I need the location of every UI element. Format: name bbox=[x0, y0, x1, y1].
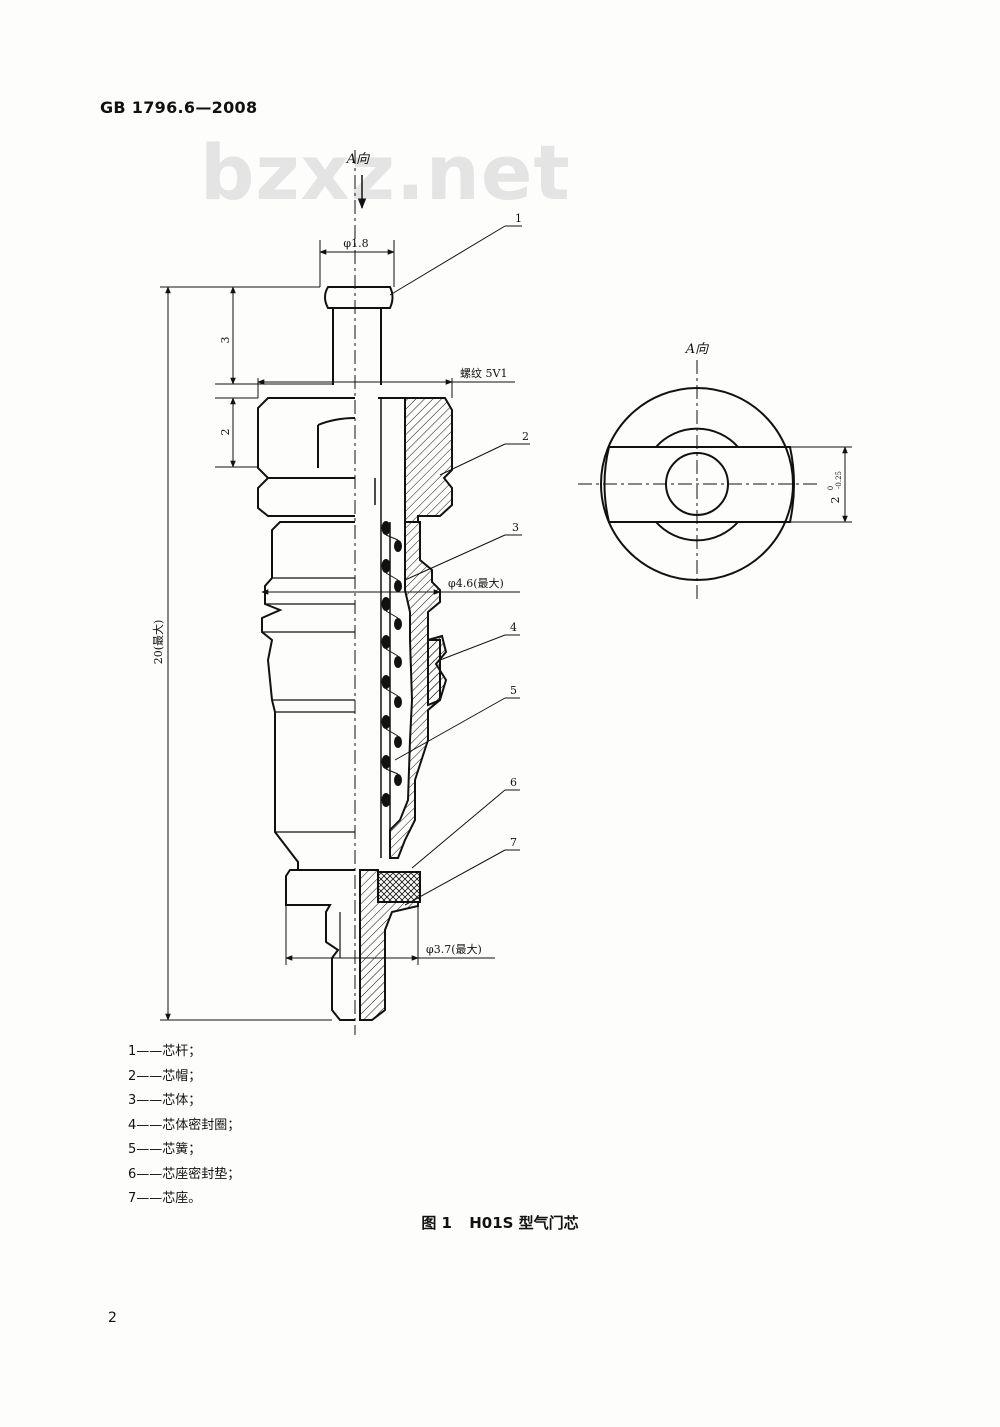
seat-gasket bbox=[377, 871, 421, 903]
dim-tol-lower: -0.25 bbox=[835, 471, 843, 489]
parts-legend: 1——芯杆； 2——芯帽； 3——芯体； 4——芯体密封圈； 5——芯簧； 6—… bbox=[128, 1040, 240, 1212]
side-view bbox=[160, 150, 530, 1035]
watermark: bzxz.net bbox=[200, 128, 571, 217]
legend-item: 3——芯体； bbox=[128, 1093, 202, 1108]
spring bbox=[381, 521, 402, 807]
end-view bbox=[578, 360, 852, 602]
legend-item: 2——芯帽； bbox=[128, 1068, 202, 1084]
figure-number: 图 1 bbox=[421, 1214, 452, 1232]
callout-7: 7 bbox=[510, 836, 517, 849]
figure-caption: 图 1 H01S 型气门芯 bbox=[0, 1212, 1000, 1233]
dim-stem-diameter: φ1.8 bbox=[343, 237, 368, 250]
figure-title: H01S 型气门芯 bbox=[469, 1214, 579, 1232]
side-view-marker: A向 bbox=[346, 152, 370, 167]
callout-4: 4 bbox=[510, 621, 517, 634]
body-seal-ring bbox=[427, 634, 448, 707]
dim-body-diameter: φ4.6(最大) bbox=[448, 576, 504, 590]
callout-2: 2 bbox=[522, 430, 529, 443]
legend-item: 5——芯簧； bbox=[128, 1142, 202, 1157]
callout-1: 1 bbox=[515, 212, 522, 225]
dim-head-height: 3 bbox=[219, 337, 232, 344]
callout-5: 5 bbox=[510, 684, 517, 697]
legend-item: 6——芯座密封垫； bbox=[128, 1166, 241, 1182]
dim-thread-length: 2 bbox=[219, 429, 232, 436]
legend-item: 1——芯杆； bbox=[128, 1044, 202, 1059]
end-view-marker: A向 bbox=[685, 342, 709, 357]
dim-tol-upper: 0 bbox=[827, 486, 835, 490]
callout-6: 6 bbox=[510, 776, 517, 789]
legend-item: 7——芯座。 bbox=[128, 1191, 202, 1206]
page-number: 2 bbox=[108, 1310, 117, 1326]
dim-total-length: 20(最大) bbox=[151, 620, 165, 665]
callout-3: 3 bbox=[512, 521, 519, 534]
legend-item: 4——芯体密封圈； bbox=[128, 1117, 241, 1133]
thread-label: 螺纹 5V1 bbox=[460, 366, 507, 380]
dim-seat-diameter: φ3.7(最大) bbox=[426, 942, 482, 956]
dim-flat-width: 2 bbox=[829, 497, 842, 504]
stem-head bbox=[324, 286, 394, 309]
standard-number: GB 1796.6—2008 bbox=[100, 98, 258, 117]
